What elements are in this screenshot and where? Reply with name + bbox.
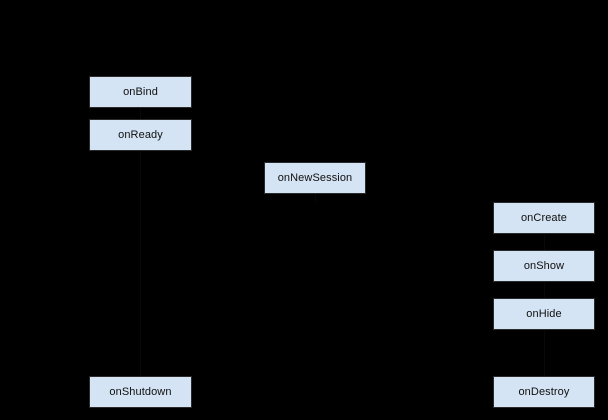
node-on-create[interactable]: onCreate bbox=[493, 202, 595, 234]
node-on-bind-label: onBind bbox=[123, 85, 158, 98]
connector-bind-to-ready bbox=[140, 108, 141, 119]
node-on-destroy[interactable]: onDestroy bbox=[493, 376, 595, 408]
connector-session-stub bbox=[315, 194, 316, 202]
node-on-hide[interactable]: onHide bbox=[493, 298, 595, 330]
node-on-show-label: onShow bbox=[523, 259, 565, 272]
node-on-destroy-label: onDestroy bbox=[518, 385, 570, 398]
connector-show-to-hide bbox=[544, 282, 545, 298]
node-on-shutdown-label: onShutdown bbox=[109, 385, 172, 398]
node-on-shutdown[interactable]: onShutdown bbox=[89, 376, 192, 408]
node-on-show[interactable]: onShow bbox=[493, 250, 595, 282]
connector-ready-to-shutdown bbox=[140, 151, 141, 376]
connector-create-to-show bbox=[544, 234, 545, 250]
node-on-hide-label: onHide bbox=[526, 307, 562, 320]
node-on-ready-label: onReady bbox=[118, 128, 163, 141]
node-on-bind[interactable]: onBind bbox=[89, 76, 192, 108]
node-on-create-label: onCreate bbox=[520, 211, 568, 224]
connector-hide-to-destroy bbox=[544, 330, 545, 376]
node-on-new-session[interactable]: onNewSession bbox=[264, 162, 366, 194]
node-on-ready[interactable]: onReady bbox=[89, 119, 192, 151]
node-on-new-session-label: onNewSession bbox=[277, 171, 353, 184]
